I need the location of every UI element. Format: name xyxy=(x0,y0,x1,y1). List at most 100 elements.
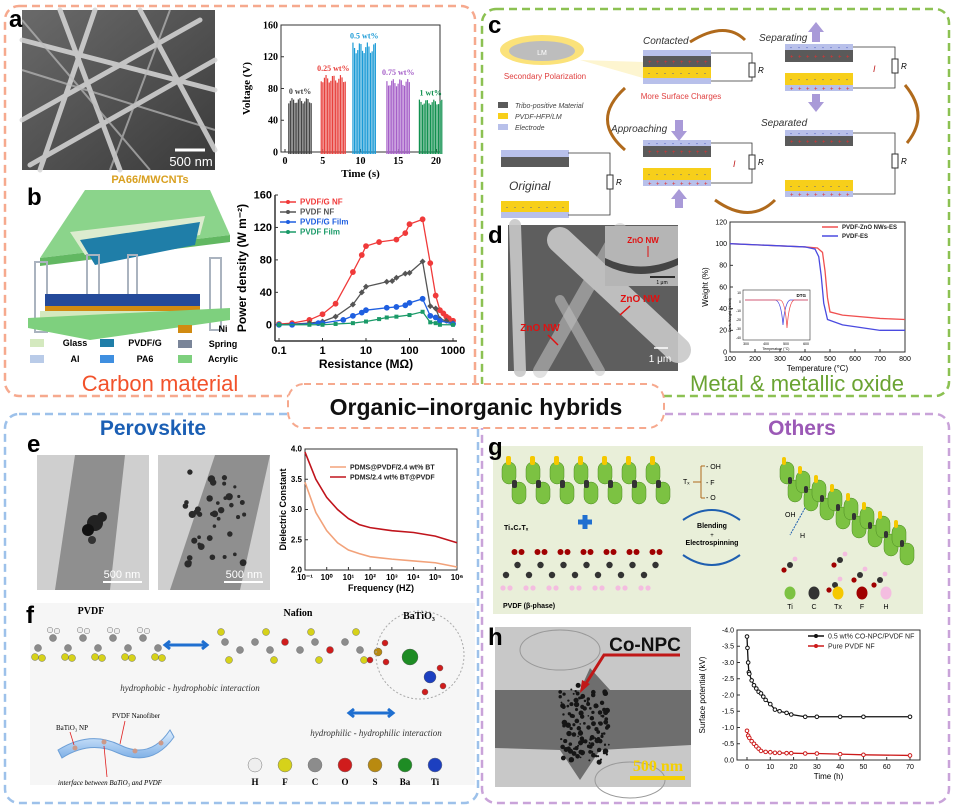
c-atom xyxy=(617,571,625,579)
co-npc-particle xyxy=(577,744,580,747)
layer xyxy=(785,50,853,62)
charge: - xyxy=(806,132,808,138)
perovskite-section-title: Perovskite xyxy=(100,417,206,440)
charge: - xyxy=(798,46,800,52)
f-atom xyxy=(871,582,877,588)
atom-h xyxy=(47,627,54,634)
x-axis-title: Temperature (°C) xyxy=(787,364,849,373)
x-tick-label: 10 xyxy=(356,156,366,167)
y-tick-label: -4.0 xyxy=(722,627,734,634)
co-npc-particle xyxy=(601,714,605,718)
dtg-y-tick-label: 10 xyxy=(737,291,741,295)
legend-swatch xyxy=(498,124,508,130)
perovskite-section-border xyxy=(3,412,480,805)
atom-h xyxy=(76,627,83,634)
legend-label: H xyxy=(883,604,888,611)
co-npc-particle xyxy=(594,738,600,744)
co-npc-particle xyxy=(567,699,570,702)
data-point xyxy=(814,751,820,756)
data-point xyxy=(428,320,433,325)
co-npc-particle xyxy=(578,710,584,716)
co-npc-particle xyxy=(570,688,573,691)
dtg-x-tick-label: 500 xyxy=(783,342,789,346)
data-point xyxy=(320,322,325,327)
data-point xyxy=(767,701,773,707)
charge: - xyxy=(672,173,674,179)
x-tick-label: 100 xyxy=(724,356,736,363)
panel-c-legend: Tribo-positive MaterialPVDF-HFP/LMElectr… xyxy=(498,102,584,132)
data-point xyxy=(744,634,750,639)
data-point xyxy=(784,750,789,756)
resistor-label: R xyxy=(616,178,622,187)
c-atom xyxy=(877,577,883,583)
atom-ti xyxy=(423,670,437,684)
charge: - xyxy=(838,78,840,84)
f-atom xyxy=(580,549,587,555)
nanoparticle xyxy=(233,485,237,489)
data-point xyxy=(393,274,400,281)
c-atom xyxy=(629,561,636,569)
dtg-x-tick-label: 300 xyxy=(743,342,749,346)
h-atom xyxy=(622,585,628,591)
charge: + xyxy=(680,150,684,156)
mxene-label: Ti₃C₂Tₓ xyxy=(504,525,529,532)
x-axis-title: Resistance (MΩ) xyxy=(319,357,413,371)
x-tick-label: 10⁻¹ xyxy=(297,573,313,582)
charge: - xyxy=(830,132,832,138)
data-point xyxy=(376,239,382,245)
charge: + xyxy=(806,140,810,146)
charge: - xyxy=(806,46,808,52)
y-tick-label: 0 xyxy=(723,349,727,356)
co-npc-particle xyxy=(602,732,606,735)
zno-nw-label: ZnO NW xyxy=(520,323,560,334)
atom-f xyxy=(262,628,270,636)
charge: + xyxy=(790,193,794,199)
atom-f xyxy=(270,656,278,664)
nanoparticle xyxy=(182,503,189,509)
x-tick-label: 200 xyxy=(749,356,761,363)
charge: + xyxy=(806,87,810,93)
c-atom xyxy=(514,561,521,569)
carbon-section-border xyxy=(3,4,477,398)
charge: - xyxy=(822,78,824,84)
arrow-head-icon xyxy=(580,680,590,693)
atom-f xyxy=(352,628,360,636)
charge: - xyxy=(656,142,658,148)
charge: - xyxy=(656,71,658,77)
x-tick-label: 30 xyxy=(813,764,821,771)
f-atom xyxy=(851,577,857,583)
tx-atom xyxy=(782,457,786,465)
nanoparticle xyxy=(206,495,213,502)
co-npc-particle xyxy=(576,726,582,731)
charge: + xyxy=(648,182,652,188)
panel-e-tem-image-1: 500 nm xyxy=(37,455,149,590)
c-atom xyxy=(820,495,824,502)
panel-letter-c: c xyxy=(488,12,501,39)
legend-atom-tx xyxy=(832,586,844,600)
charge: - xyxy=(680,142,682,148)
x-tick-label: 20 xyxy=(790,764,798,771)
charge: + xyxy=(680,60,684,66)
x-tick-label: 40 xyxy=(836,764,844,771)
data-point xyxy=(358,252,365,258)
layer xyxy=(643,67,711,78)
charge: + xyxy=(814,87,818,93)
charge: + xyxy=(798,87,802,93)
legend-atom-o xyxy=(337,757,353,773)
c-atom xyxy=(804,486,808,493)
dtg-y-tick-label: 0 xyxy=(739,300,741,304)
ti-cylinder xyxy=(899,542,915,566)
y-tick-label: 40 xyxy=(268,116,278,127)
co-npc-particle xyxy=(561,704,566,709)
co-npc-particle xyxy=(575,682,581,688)
co-npc-particle xyxy=(569,702,574,707)
charge: + xyxy=(798,193,802,199)
atom-f xyxy=(68,654,76,662)
legend-swatch-pa6 xyxy=(100,355,114,363)
cycle-arrow xyxy=(714,198,777,214)
legend-swatch-glass xyxy=(30,339,44,347)
atom-f xyxy=(98,654,106,662)
nanoparticle xyxy=(194,506,201,513)
